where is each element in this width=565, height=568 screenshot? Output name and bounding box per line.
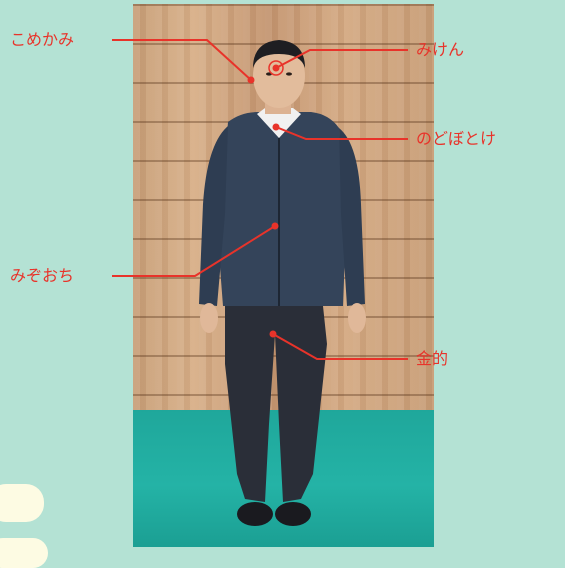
label-groin: 金的 — [416, 349, 449, 368]
decorative-blob-lower — [0, 538, 48, 568]
photo-standing-man — [133, 4, 434, 547]
label-brow: みけん — [416, 40, 465, 59]
standing-man-figure — [199, 40, 366, 526]
decorative-blob — [0, 484, 44, 522]
label-solar-plexus: みぞおち — [10, 266, 75, 285]
label-temple: こめかみ — [10, 30, 75, 49]
label-throat: のどぼとけ — [416, 129, 497, 148]
